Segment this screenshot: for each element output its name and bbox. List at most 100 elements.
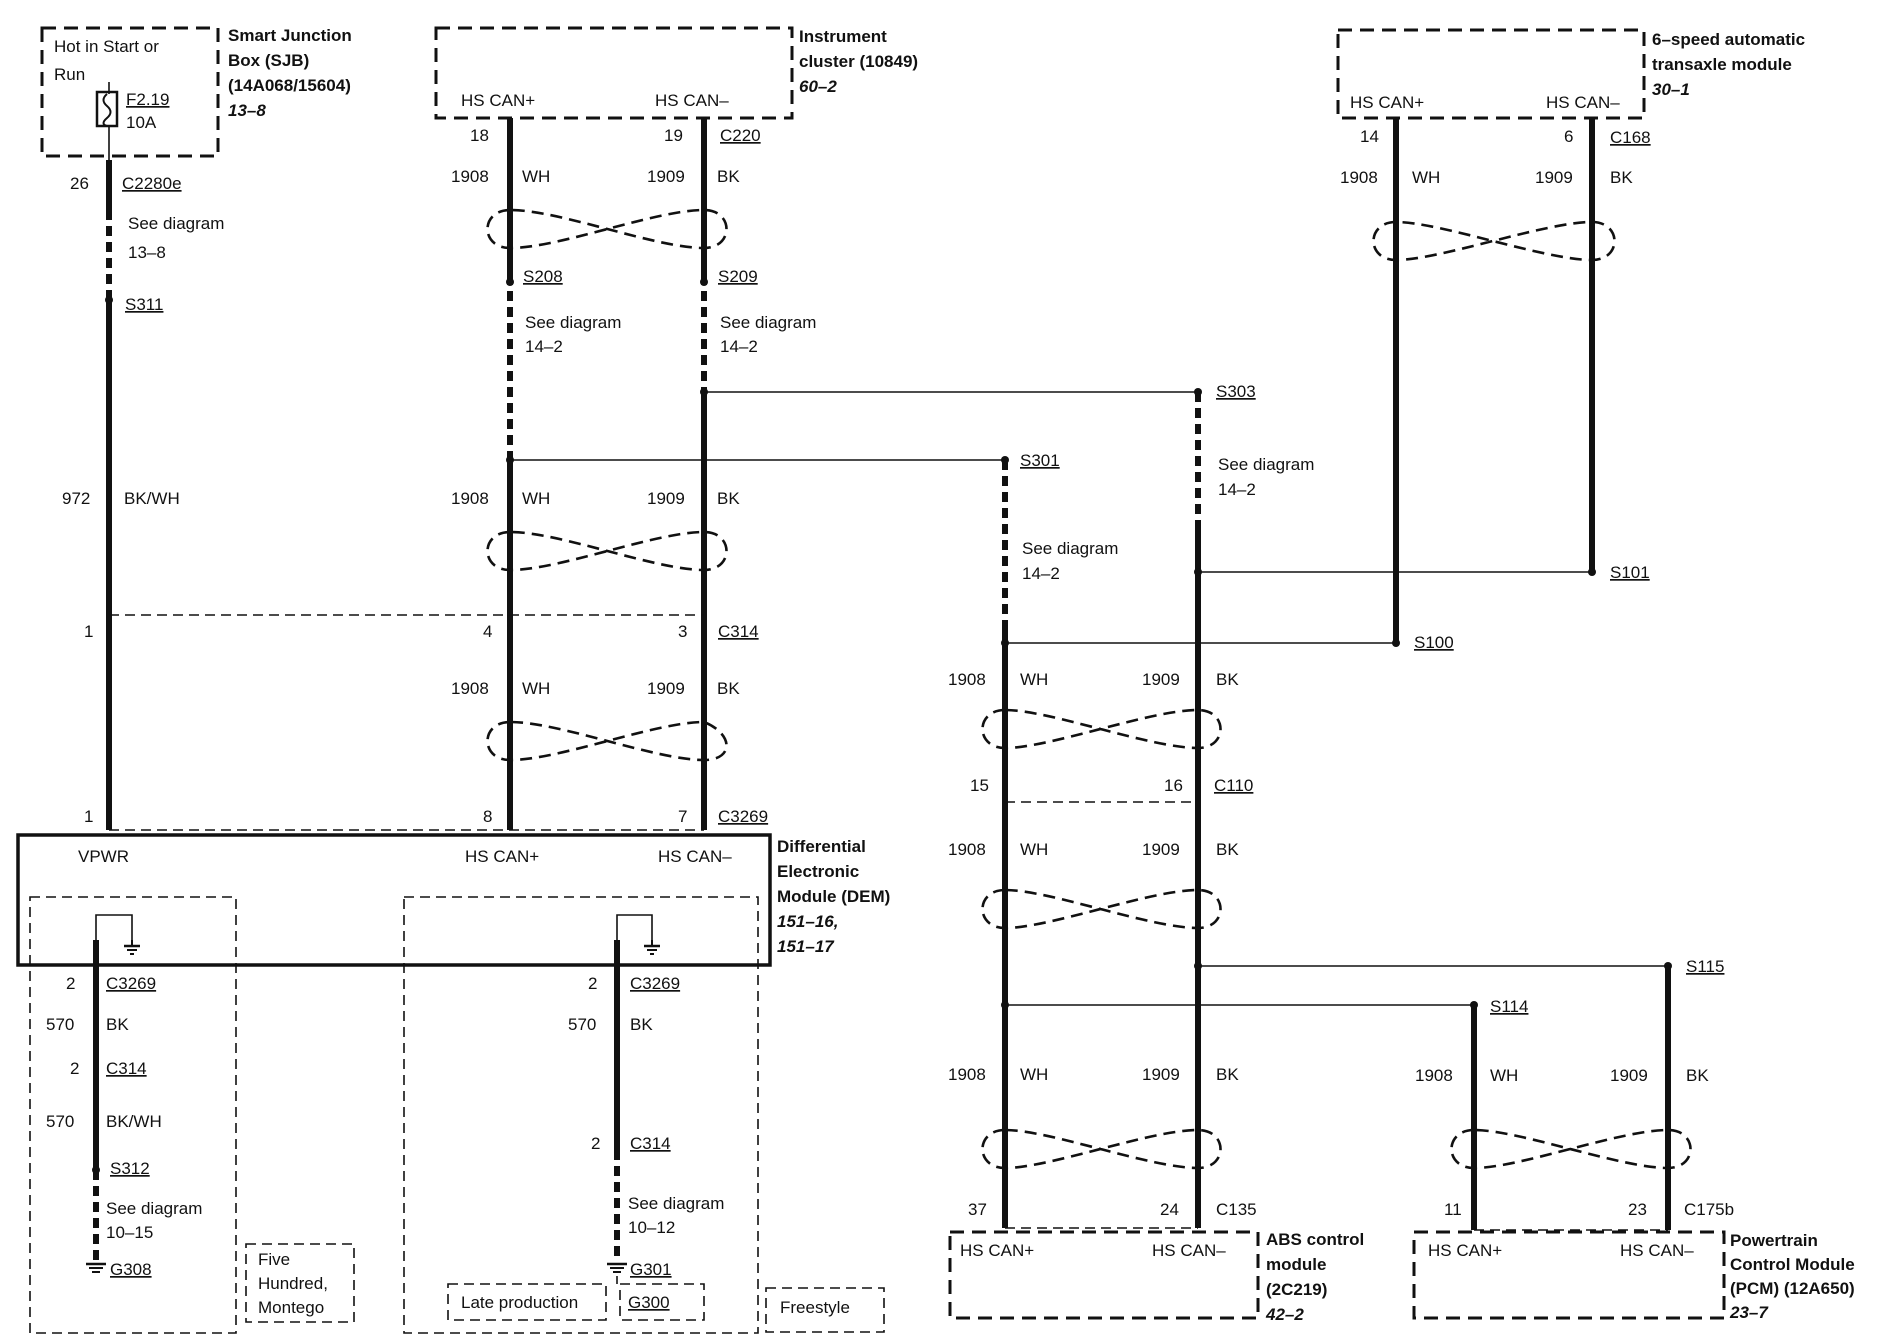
circuit-number: 972 [62, 489, 90, 508]
abs-can-pair: S303 S301 See diagram 14–2 See diagram 1… [948, 382, 1314, 1228]
pin-14: 14 [1360, 127, 1379, 146]
see-diagram-label: See diagram [128, 214, 224, 233]
connector-c175b: C175b [1684, 1200, 1734, 1219]
circuit-1908: 1908 [948, 840, 986, 859]
wire-color-bk: BK [1610, 168, 1633, 187]
abs-ref: 42–2 [1265, 1305, 1304, 1324]
wire-color-wh: WH [522, 679, 550, 698]
wire-color-bk: BK [1216, 840, 1239, 859]
wire-color-bk: BK [717, 167, 740, 186]
sjb-hot-label: Hot in Start or [54, 37, 159, 56]
pcm-name: Powertrain [1730, 1231, 1818, 1250]
connector-c2280e: C2280e [122, 174, 182, 193]
pin-18: 18 [470, 126, 489, 145]
pcm-can-pair: S115 S114 1908 WH 1909 BK 11 23 C175b [1415, 957, 1734, 1230]
abs-box-outline [948, 1230, 1260, 1320]
wire-color-bk: BK [630, 1015, 653, 1034]
variant-box-outline [29, 896, 237, 1334]
abs-module: HS CAN+ HS CAN– ABS control module (2C21… [948, 1227, 1364, 1324]
circuit-1909: 1909 [1142, 840, 1180, 859]
pin-3: 3 [678, 622, 687, 641]
diagram-ref: 10–12 [628, 1218, 675, 1237]
splice-s303: S303 [1216, 382, 1256, 401]
see-diagram-label: See diagram [1022, 539, 1118, 558]
sjb-hot-label-2: Run [54, 65, 85, 84]
splice-s311: S311 [125, 295, 163, 314]
pin-19: 19 [664, 126, 683, 145]
wire-color-wh: WH [1490, 1066, 1518, 1085]
pcm-can-plus-label: HS CAN+ [1428, 1241, 1502, 1260]
pin-2-c314: 2 [70, 1059, 79, 1078]
fuse-rating: 10A [126, 113, 157, 132]
pin-7: 7 [678, 807, 687, 826]
connector-c135: C135 [1216, 1200, 1257, 1219]
ground-label-box [619, 1283, 705, 1321]
see-diagram-label: See diagram [525, 313, 621, 332]
abs-can-plus-label: HS CAN+ [960, 1241, 1034, 1260]
circuit-1908: 1908 [451, 679, 489, 698]
variant-box-outline [403, 896, 759, 1334]
circuit-972: 26 C2280e See diagram 13–8 S311 972 BK/W… [62, 82, 224, 830]
pcm-name-2: Control Module [1730, 1255, 1855, 1274]
wire-color-bk: BK [106, 1015, 129, 1034]
instrument-cluster: HS CAN+ HS CAN– Instrument cluster (1084… [434, 26, 918, 120]
variant-late-production: Late production [461, 1293, 578, 1312]
tcm-can-pair: 14 6 C168 1908 WH 1909 BK S101 S100 [1340, 118, 1651, 652]
ground-icon [124, 940, 140, 955]
circuit-1909: 1909 [647, 679, 685, 698]
dem-name-3: Module (DEM) [777, 887, 890, 906]
pin-15: 15 [970, 776, 989, 795]
pin-26: 26 [70, 174, 89, 193]
pin-11: 11 [1444, 1200, 1462, 1219]
diagram-ref: 10–15 [106, 1223, 153, 1242]
variant-freestyle: Freestyle [780, 1298, 850, 1317]
wire-color-wh: WH [522, 167, 550, 186]
pcm-module: HS CAN+ HS CAN– Powertrain Control Modul… [1412, 1229, 1855, 1322]
circuit-1909: 1909 [1142, 1065, 1180, 1084]
see-diagram-label: See diagram [106, 1199, 202, 1218]
ground-icon [607, 1262, 627, 1273]
connector-c314: C314 [106, 1059, 147, 1078]
wire-color-bk: BK [1216, 1065, 1239, 1084]
abs-can-minus-label: HS CAN– [1152, 1241, 1226, 1260]
ic-name-2: cluster (10849) [799, 52, 918, 71]
fuse-icon [95, 90, 119, 128]
dem-ref-2: 151–17 [777, 937, 835, 956]
pcm-can-minus-label: HS CAN– [1620, 1241, 1694, 1260]
pin-24: 24 [1160, 1200, 1179, 1219]
sjb-name: Smart Junction [228, 26, 352, 45]
circuit-570: 570 [568, 1015, 596, 1034]
pcm-part-number: (PCM) (12A650) [1730, 1279, 1855, 1298]
splice-s115: S115 [1686, 957, 1724, 976]
twisted-pair-symbol [486, 208, 728, 250]
pin-16: 16 [1164, 776, 1183, 795]
connector-c3269: C3269 [106, 974, 156, 993]
circuit-1909: 1909 [1610, 1066, 1648, 1085]
connector-c314: C314 [630, 1134, 671, 1153]
circuit-1908: 1908 [1415, 1066, 1453, 1085]
pin-23: 23 [1628, 1200, 1647, 1219]
splice-s114: S114 [1490, 997, 1528, 1016]
pin-4: 4 [483, 622, 492, 641]
wire-color-wh: WH [1020, 670, 1048, 689]
diagram-ref: 14–2 [525, 337, 563, 356]
dem-module: VPWR HS CAN+ HS CAN– Differential Electr… [16, 829, 890, 967]
dem-ref: 151–16, [777, 912, 838, 931]
see-diagram-label: See diagram [720, 313, 816, 332]
fuse-id: F2.19 [126, 90, 169, 109]
tcm-can-plus-label: HS CAN+ [1350, 93, 1424, 112]
dem-ground-freestyle: 2 C3269 570 BK 2 C314 See diagram 10–12 … [403, 896, 885, 1334]
circuit-1909: 1909 [647, 489, 685, 508]
diagram-ref: 13–8 [128, 243, 166, 262]
ic-can-plus-label: HS CAN+ [461, 91, 535, 110]
diagram-ref: 14–2 [1022, 564, 1060, 583]
circuit-1909: 1909 [647, 167, 685, 186]
tcm-name-2: transaxle module [1652, 55, 1792, 74]
abs-part-number: (2C219) [1266, 1280, 1327, 1299]
wire-color-wh: WH [1020, 1065, 1048, 1084]
ground-g300: G300 [628, 1293, 670, 1312]
ic-dem-can-pair: 18 19 C220 1908 WH 1909 BK S208 S209 See… [451, 118, 816, 830]
dem-vpwr-label: VPWR [78, 847, 129, 866]
see-diagram-label: See diagram [628, 1194, 724, 1213]
circuit-1909: 1909 [1142, 670, 1180, 689]
